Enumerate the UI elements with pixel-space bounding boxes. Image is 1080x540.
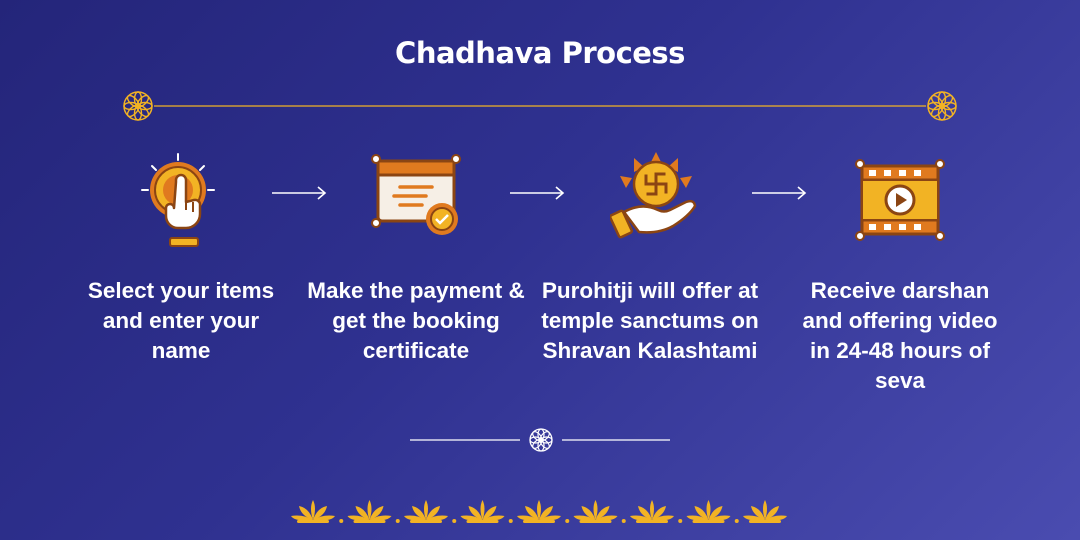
lotus-motif-icon — [291, 500, 335, 523]
arrow-right-icon — [272, 186, 327, 200]
lotus-motif-icon — [686, 500, 731, 523]
arrow-right-icon — [752, 186, 807, 200]
video-play-icon — [855, 159, 945, 241]
lotus-dot-icon — [339, 519, 344, 523]
mandala-center-icon — [529, 428, 553, 452]
arrow-right-icon — [510, 186, 565, 200]
lotus-dot-icon — [452, 519, 457, 523]
top-mandala-divider — [123, 91, 957, 121]
lotus-dot-icon — [508, 519, 513, 523]
lotus-motif-icon — [404, 500, 448, 523]
step-3-text: Purohitji will offer at temple sanctums … — [541, 278, 759, 363]
hand-tap-icon — [141, 153, 215, 247]
step-1-text: Select your items and enter your name — [87, 278, 275, 363]
lotus-motif-icon — [517, 500, 561, 523]
lotus-dot-icon — [395, 519, 400, 523]
lotus-motif-icon — [743, 500, 787, 523]
lotus-border — [291, 500, 787, 523]
lotus-dot-icon — [565, 519, 570, 523]
lotus-dot-icon — [621, 519, 626, 523]
step-4-text: Receive darshan and offering video in 24… — [802, 278, 998, 393]
lotus-motif-icon — [573, 500, 618, 523]
lotus-dot-icon — [678, 519, 683, 523]
step-2-text: Make the payment & get the booking certi… — [307, 278, 525, 363]
lotus-dot-icon — [734, 519, 739, 523]
lotus-motif-icon — [460, 500, 505, 523]
page-title: Chadhava Process — [395, 36, 685, 70]
lotus-motif-icon — [347, 500, 392, 523]
certificate-icon — [371, 154, 461, 235]
offering-hand-swastika-icon — [610, 152, 697, 239]
lotus-motif-icon — [630, 500, 674, 523]
mandala-right-icon — [927, 91, 957, 121]
mandala-left-icon — [123, 91, 153, 121]
middle-mandala-divider — [410, 428, 670, 452]
